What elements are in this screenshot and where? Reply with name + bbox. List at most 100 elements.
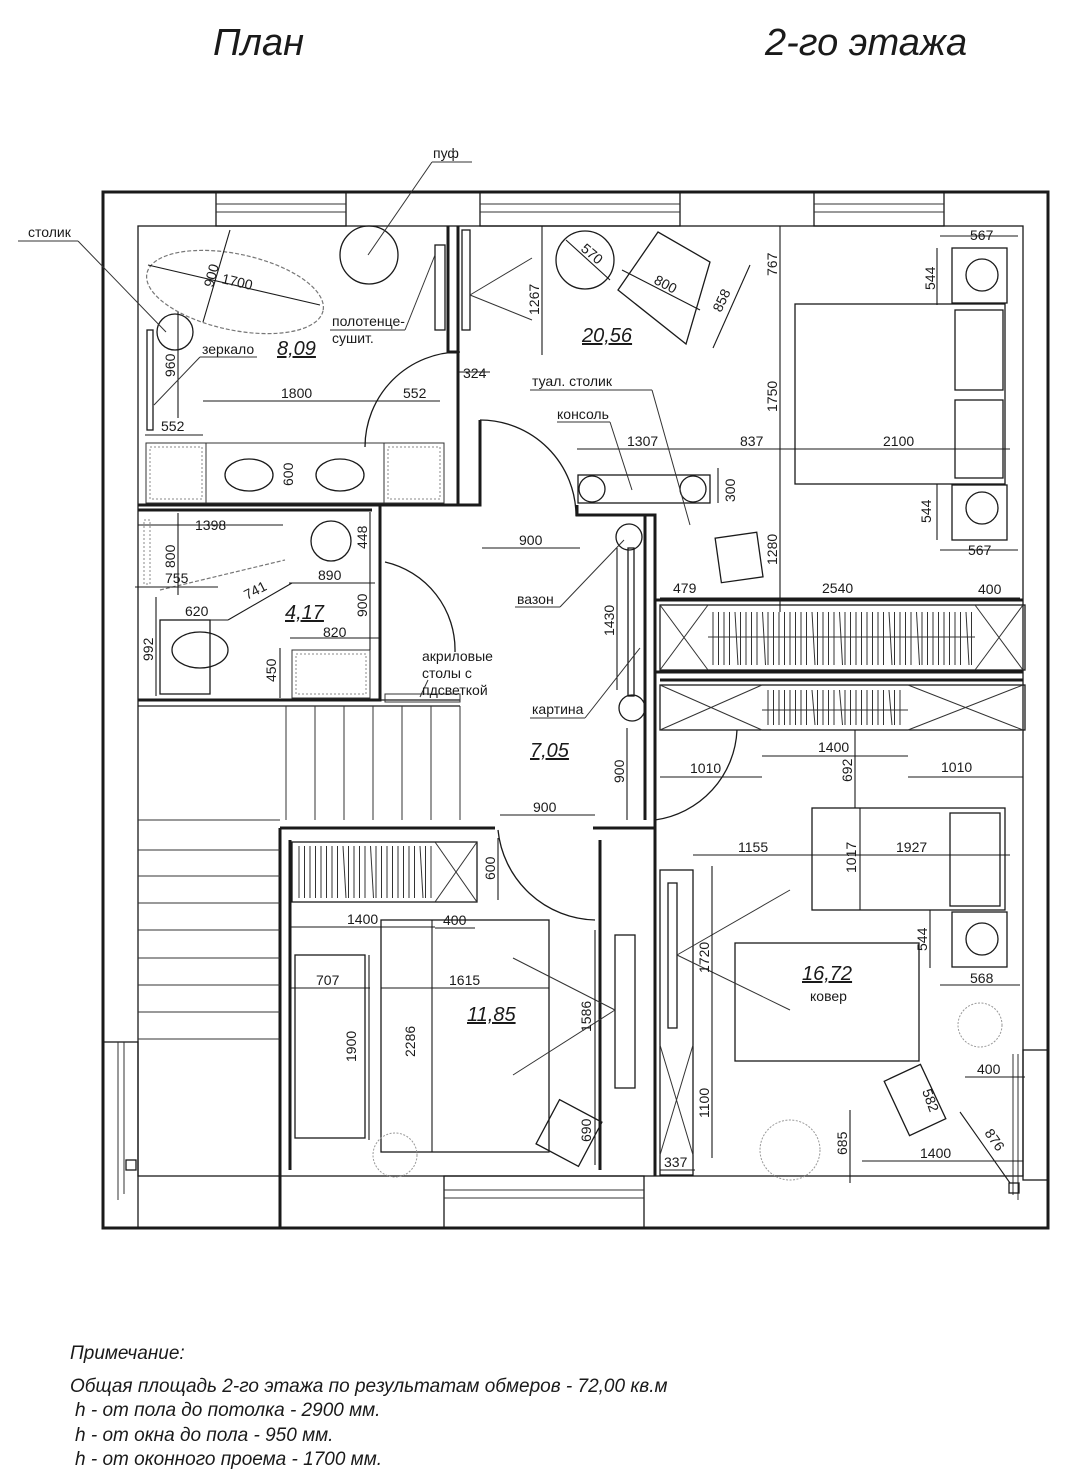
dim-1586: 1586	[578, 1001, 594, 1032]
dim-400-a: 400	[978, 581, 1002, 597]
label-vase: вазон	[517, 591, 554, 607]
dim-620: 620	[185, 603, 209, 619]
dim-1010-b: 1010	[941, 759, 972, 775]
dim-876: 876	[982, 1126, 1009, 1154]
notes-heading: Примечание:	[70, 1343, 185, 1364]
label-console: консоль	[557, 406, 609, 422]
hanger-line	[965, 611, 970, 666]
dim-1400-c: 1400	[920, 1145, 951, 1161]
hanger-line	[888, 611, 893, 666]
dim-448: 448	[354, 525, 370, 549]
note-line-total-area: Общая площадь 2-го этажа по результатам …	[70, 1375, 668, 1397]
dim-544-b: 544	[918, 499, 934, 523]
room-area-bedroom-2: 16,72	[802, 963, 852, 985]
windows	[102, 191, 1049, 1229]
dim-707: 707	[316, 972, 340, 988]
dim-568: 568	[970, 970, 994, 986]
dim-890: 890	[318, 567, 342, 583]
dim-960: 960	[162, 353, 178, 377]
dim-600-a: 600	[280, 462, 296, 486]
dim-1750: 1750	[764, 381, 780, 412]
dim-692: 692	[839, 758, 855, 782]
staircase	[138, 706, 461, 1040]
dim-685: 685	[834, 1131, 850, 1155]
dim-1017: 1017	[843, 842, 859, 873]
hanger-line	[811, 689, 816, 726]
plan-title-left: План	[213, 22, 305, 64]
furniture-labels: пуф столик полотенце- сушит. зеркало туа…	[28, 145, 847, 1004]
label-towel-dryer-1: полотенце-	[332, 313, 405, 329]
dim-337: 337	[664, 1154, 688, 1170]
hall-furniture	[364, 351, 738, 921]
hanger-line	[916, 611, 920, 666]
hanger-line	[811, 611, 816, 666]
dim-900-d: 900	[533, 799, 557, 815]
dim-1155: 1155	[738, 839, 768, 855]
dim-755: 755	[165, 570, 189, 586]
dim-837: 837	[740, 433, 764, 449]
label-carpet: ковер	[810, 988, 847, 1004]
hanger-line	[839, 611, 843, 666]
hanger-line	[839, 689, 843, 726]
dim-2100: 2100	[883, 433, 914, 449]
note-line-window-sill-height: h - от окна до пола - 950 мм.	[75, 1424, 334, 1446]
dim-544-a: 544	[922, 266, 938, 290]
hanger-line	[888, 689, 893, 726]
dim-1100: 1100	[696, 1088, 712, 1118]
dim-1267: 1267	[526, 284, 542, 315]
room-area-bathroom: 8,09	[277, 338, 316, 360]
hanger-line	[734, 611, 739, 666]
room-area-wc: 4,17	[285, 602, 325, 624]
room-areas: 8,09 20,56 4,17 7,05 11,85 16,72	[277, 325, 852, 1026]
hanger-line	[419, 845, 424, 899]
label-acrylic-3: пдсветкой	[422, 682, 488, 698]
dim-800: 800	[652, 272, 680, 297]
dim-900-b: 900	[519, 532, 543, 548]
label-painting: картина	[532, 701, 584, 717]
dim-690: 690	[578, 1118, 594, 1142]
dim-800-b: 800	[162, 544, 178, 568]
dim-992: 992	[140, 637, 156, 661]
dimension-values: 900 1700 960 552 1800 552 600 324 1267 5…	[140, 227, 1008, 1170]
dim-552-b: 552	[403, 385, 427, 401]
dim-544-c: 544	[914, 927, 930, 951]
hanger-line	[762, 611, 766, 666]
label-mirror: зеркало	[202, 341, 254, 357]
room-area-bedroom-main: 20,56	[581, 325, 633, 347]
note-line-window-opening-height: h - от оконного проема - 1700 мм.	[75, 1449, 383, 1470]
dim-400-b: 400	[443, 912, 467, 928]
dim-1010-a: 1010	[690, 760, 721, 776]
wardrobe-hangers	[298, 611, 972, 899]
dim-1400-a: 1400	[818, 739, 849, 755]
dim-820: 820	[323, 624, 347, 640]
dim-bath-width: 900	[200, 262, 222, 289]
notes-block: Примечание: Общая площадь 2-го этажа по …	[70, 1342, 668, 1473]
bathroom-furniture	[145, 225, 446, 504]
dim-1615: 1615	[449, 972, 480, 988]
dim-1927: 1927	[896, 839, 927, 855]
bedroom2-furniture	[659, 807, 1008, 1181]
dim-1720: 1720	[696, 942, 712, 973]
dim-400-c: 400	[977, 1061, 1001, 1077]
dim-567-a: 567	[970, 227, 994, 243]
dim-1398: 1398	[195, 517, 226, 533]
dim-552-a: 552	[161, 418, 185, 434]
hanger-line	[370, 845, 374, 899]
dim-1900: 1900	[343, 1031, 359, 1062]
dim-900-a: 900	[354, 593, 370, 617]
plan-title-right: 2-го этажа	[765, 22, 968, 64]
room-area-hall: 7,05	[530, 740, 570, 762]
dim-900-c: 900	[611, 759, 627, 783]
dim-2540: 2540	[822, 580, 853, 596]
label-acrylic-2: столы с	[422, 665, 472, 681]
bedroom-furniture	[461, 229, 1026, 731]
room-area-living: 11,85	[467, 1004, 516, 1026]
label-table: столик	[28, 224, 72, 240]
label-dressing-table: туал. столик	[532, 373, 613, 389]
hanger-line	[342, 845, 347, 899]
living-furniture	[291, 841, 636, 1178]
dim-324: 324	[463, 365, 487, 381]
note-line-ceiling-height: h - от пола до потолка - 2900 мм.	[75, 1400, 381, 1421]
dim-bath-length: 1700	[220, 270, 254, 293]
dim-479: 479	[673, 580, 697, 596]
